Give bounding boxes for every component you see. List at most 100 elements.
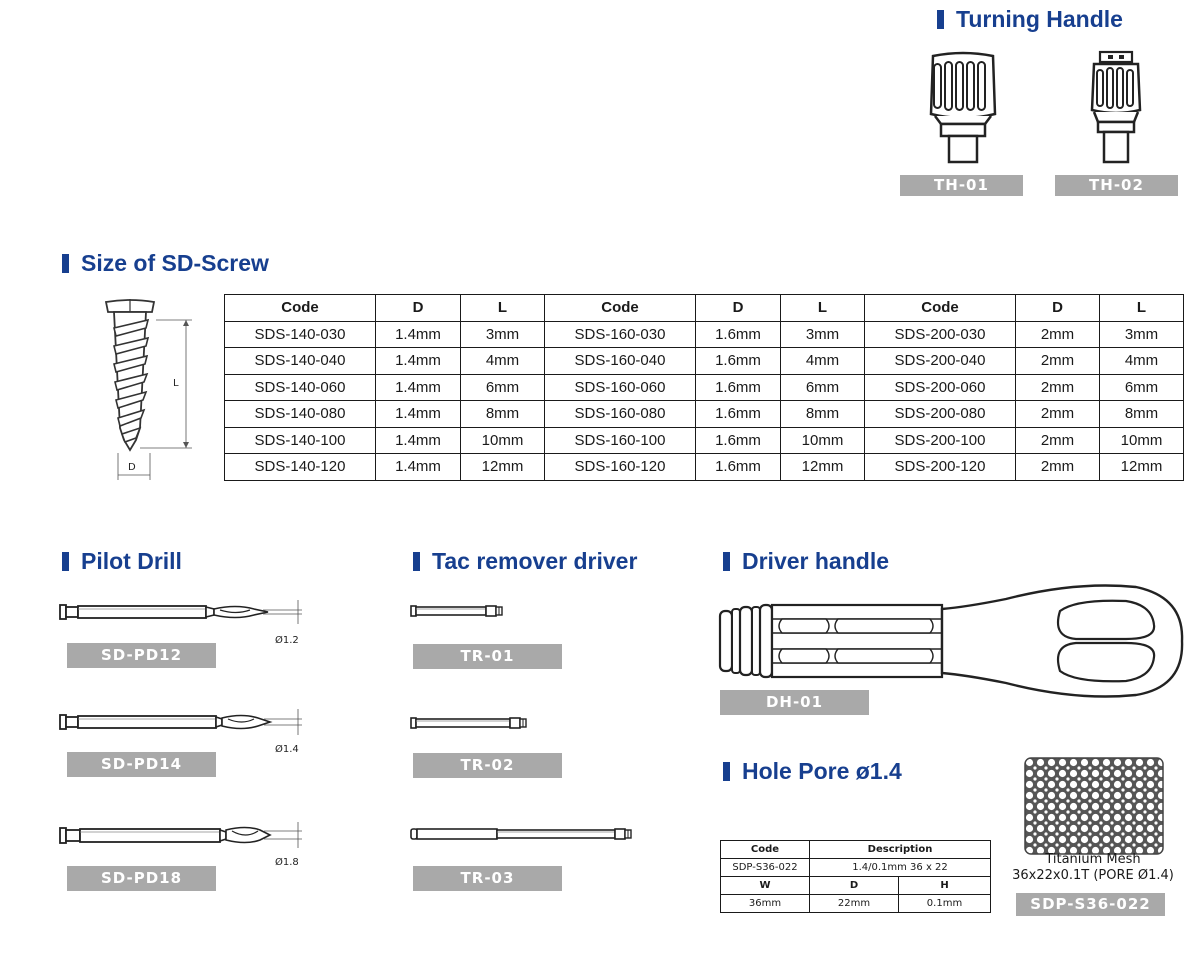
- header-l: L: [1099, 294, 1184, 322]
- table-cell: 10mm: [460, 426, 545, 454]
- table-cell: SDS-140-100: [224, 426, 376, 454]
- heading-bar-icon: [62, 552, 69, 571]
- header-w: W: [720, 876, 810, 895]
- table-cell: 4mm: [780, 347, 865, 375]
- mesh-caption-line2: 36x22x0.1T (PORE Ø1.4): [1012, 868, 1174, 883]
- table-cell: 1.4mm: [375, 400, 461, 428]
- tr02-label: TR-02: [413, 753, 562, 778]
- table-cell: 6mm: [780, 373, 865, 401]
- table-cell: SDS-140-120: [224, 453, 376, 481]
- table-row: SDP-S36-022 1.4/0.1mm 36 x 22: [720, 858, 991, 877]
- table-cell: SDS-160-030: [544, 320, 696, 348]
- table-cell: 22mm: [809, 894, 899, 913]
- table-cell: 2mm: [1015, 426, 1100, 454]
- screw-diameter-label: D: [128, 462, 136, 473]
- table-cell: SDS-160-040: [544, 347, 696, 375]
- table-cell: SDS-160-080: [544, 400, 696, 428]
- tac-remover-title: Tac remover driver: [413, 548, 637, 575]
- header-code: Code: [224, 294, 376, 322]
- tac-remover-tr02-image: [410, 717, 527, 729]
- sd-pd18-diameter: Ø1.8: [275, 856, 299, 868]
- table-cell: 1.4mm: [375, 426, 461, 454]
- titanium-mesh-image: [1024, 757, 1164, 855]
- turning-handle-title-text: Turning Handle: [956, 6, 1123, 32]
- heading-bar-icon: [723, 552, 730, 571]
- mesh-caption-line1: Titanium Mesh: [1045, 852, 1141, 867]
- table-cell: 2mm: [1015, 320, 1100, 348]
- sd-screw-title-text: Size of SD-Screw: [81, 250, 269, 276]
- pilot-drill-sd-pd14-image: Ø1.4: [59, 709, 302, 755]
- sd-pd14-diameter: Ø1.4: [275, 743, 299, 755]
- table-cell: SDS-200-040: [864, 347, 1016, 375]
- table-cell: 10mm: [1099, 426, 1184, 454]
- header-code: Code: [720, 840, 810, 859]
- th02-label: TH-02: [1055, 175, 1178, 196]
- table-cell: 1.6mm: [695, 320, 781, 348]
- table-cell: SDS-140-080: [224, 400, 376, 428]
- tr03-label: TR-03: [413, 866, 562, 891]
- table-cell: SDS-140-030: [224, 320, 376, 348]
- table-cell: 3mm: [1099, 320, 1184, 348]
- table-cell: 1.6mm: [695, 400, 781, 428]
- table-cell: 1.6mm: [695, 426, 781, 454]
- tac-remover-tr01-image: [410, 605, 503, 617]
- pilot-drill-title: Pilot Drill: [62, 548, 182, 575]
- table-cell: 1.6mm: [695, 347, 781, 375]
- table-cell: 2mm: [1015, 373, 1100, 401]
- header-code: Code: [864, 294, 1016, 322]
- table-cell: 8mm: [780, 400, 865, 428]
- pilot-drill-title-text: Pilot Drill: [81, 548, 182, 574]
- table-cell: 12mm: [780, 453, 865, 481]
- table-cell: 36mm: [720, 894, 810, 913]
- table-cell: SDS-160-060: [544, 373, 696, 401]
- table-cell: SDS-200-100: [864, 426, 1016, 454]
- sd-pd14-label: SD-PD14: [67, 752, 216, 777]
- table-cell: 3mm: [780, 320, 865, 348]
- heading-bar-icon: [937, 10, 944, 29]
- table-cell: 10mm: [780, 426, 865, 454]
- turning-handle-title: Turning Handle: [937, 6, 1123, 33]
- dh01-label: DH-01: [720, 690, 869, 715]
- table-cell: 6mm: [1099, 373, 1184, 401]
- table-cell: 1.4/0.1mm 36 x 22: [809, 858, 991, 877]
- mesh-caption: Titanium Mesh 36x22x0.1T (PORE Ø1.4): [1010, 852, 1176, 884]
- tac-remover-tr03-image: [410, 828, 632, 840]
- sdp-s36-022-label: SDP-S36-022: [1016, 893, 1165, 916]
- table-cell: SDS-140-060: [224, 373, 376, 401]
- table-cell: 12mm: [460, 453, 545, 481]
- table-cell: SDS-200-030: [864, 320, 1016, 348]
- driver-handle-title-text: Driver handle: [742, 548, 889, 574]
- pilot-drill-sd-pd18-image: Ø1.8: [59, 822, 302, 868]
- table-cell: SDS-200-080: [864, 400, 1016, 428]
- table-cell: 2mm: [1015, 400, 1100, 428]
- table-header-row: Code D L Code D L Code D L: [224, 294, 1184, 322]
- table-cell: 3mm: [460, 320, 545, 348]
- table-cell: 2mm: [1015, 347, 1100, 375]
- driver-handle-title: Driver handle: [723, 548, 889, 575]
- table-cell: 8mm: [460, 400, 545, 428]
- table-cell: SDS-160-100: [544, 426, 696, 454]
- table-cell: 8mm: [1099, 400, 1184, 428]
- header-d: D: [695, 294, 781, 322]
- table-cell: 1.4mm: [375, 373, 461, 401]
- table-cell: SDS-200-120: [864, 453, 1016, 481]
- turning-handle-th02-image: [1090, 50, 1142, 164]
- header-h: H: [898, 876, 991, 895]
- table-cell: SDS-160-120: [544, 453, 696, 481]
- table-cell: 4mm: [460, 347, 545, 375]
- table-cell: 0.1mm: [898, 894, 991, 913]
- table-cell: 1.4mm: [375, 320, 461, 348]
- table-cell: 4mm: [1099, 347, 1184, 375]
- table-cell: SDP-S36-022: [720, 858, 810, 877]
- table-cell: 6mm: [460, 373, 545, 401]
- table-cell: 1.6mm: [695, 373, 781, 401]
- header-d: D: [1015, 294, 1100, 322]
- table-header-row: Code Description: [720, 840, 991, 859]
- heading-bar-icon: [723, 762, 730, 781]
